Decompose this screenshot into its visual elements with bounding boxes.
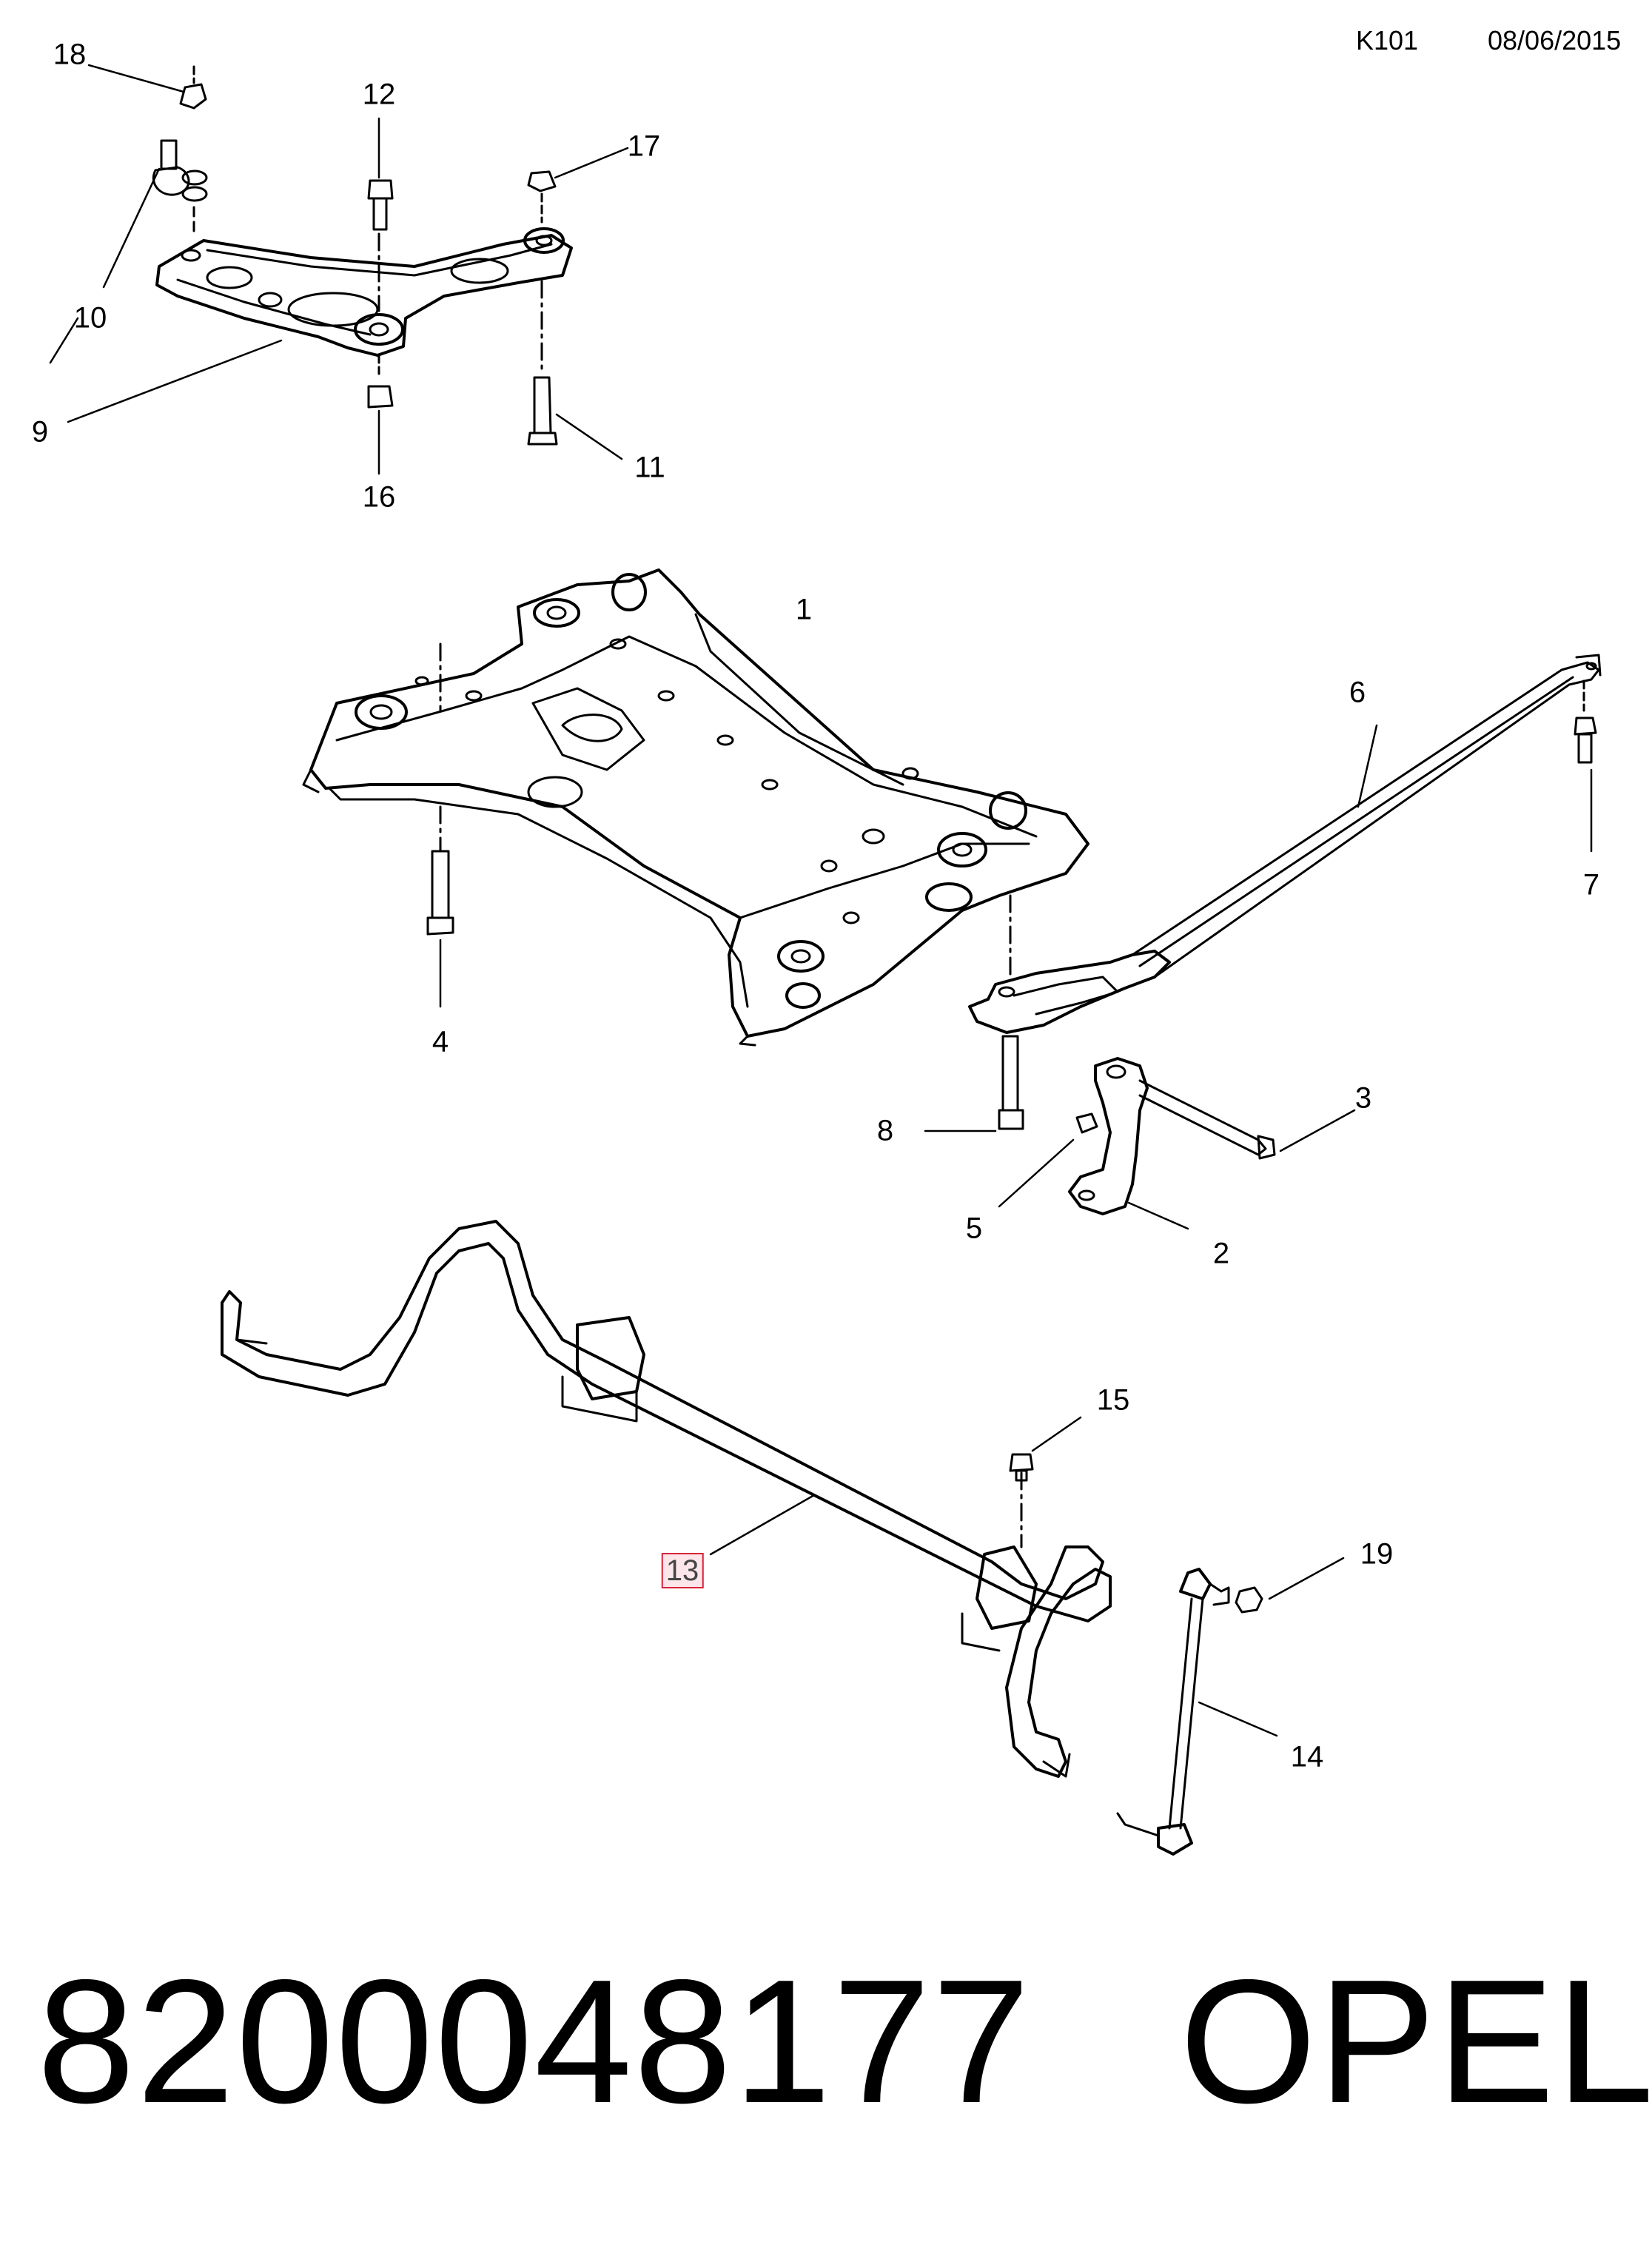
callout-10[interactable]: 10: [73, 301, 107, 335]
callout-12[interactable]: 12: [362, 78, 396, 111]
callout-9[interactable]: 9: [31, 415, 49, 449]
callout-17[interactable]: 17: [627, 130, 661, 163]
subframe: [302, 568, 1089, 1047]
bolt-8: [924, 894, 1024, 1132]
callout-8[interactable]: 8: [876, 1114, 894, 1147]
callout-11[interactable]: 11: [634, 451, 665, 484]
callout-15[interactable]: 15: [1096, 1383, 1130, 1417]
callout-2[interactable]: 2: [1212, 1237, 1230, 1270]
ball-joint: [152, 65, 208, 237]
diagram-code: K101: [1356, 25, 1419, 56]
callout-18[interactable]: 18: [53, 38, 87, 71]
bolt-12: [367, 179, 394, 409]
part-number: 8200048177: [37, 1944, 1032, 2140]
lower-control-arm: [155, 227, 573, 357]
leader-lines-top: [49, 64, 629, 475]
callout-6[interactable]: 6: [1349, 676, 1366, 709]
callout-19[interactable]: 19: [1360, 1537, 1394, 1571]
brand-name: OPEL: [1179, 1944, 1652, 2140]
callout-1[interactable]: 1: [795, 593, 813, 626]
diagram-date: 08/06/2015: [1488, 25, 1622, 56]
tie-bar: [968, 654, 1602, 1034]
callout-5[interactable]: 5: [965, 1212, 983, 1245]
bolt-4: [426, 642, 454, 1008]
stabilizer-link: [1116, 1557, 1345, 1856]
callout-4[interactable]: 4: [432, 1025, 449, 1058]
stabilizer-bar: [221, 1220, 1112, 1778]
bracket: [998, 1057, 1356, 1230]
callout-16[interactable]: 16: [362, 480, 396, 514]
callout-7[interactable]: 7: [1582, 868, 1600, 902]
callout-13-highlighted[interactable]: 13: [661, 1553, 704, 1588]
bolt-11: [527, 170, 558, 446]
callout-3[interactable]: 3: [1354, 1081, 1372, 1115]
callout-14[interactable]: 14: [1290, 1740, 1324, 1773]
